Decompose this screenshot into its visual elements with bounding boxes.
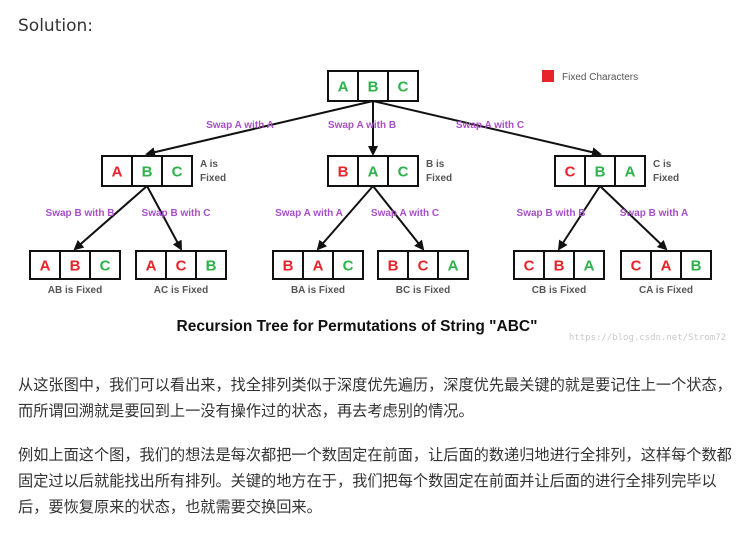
- paragraph-2: 例如上面这个图，我们的想法是每次都把一个数固定在前面，让后面的数递归地进行全排列…: [18, 446, 732, 516]
- node-letter: A: [368, 163, 379, 180]
- node-box: [327, 70, 419, 102]
- diagram-title: Recursion Tree for Permutations of Strin…: [177, 318, 538, 335]
- fixed-caption: BA is Fixed: [291, 285, 345, 296]
- tree-edge: [146, 185, 182, 251]
- node-letter: C: [398, 163, 409, 180]
- node-letter: B: [338, 163, 349, 180]
- node-letter: B: [142, 163, 153, 180]
- node-letter: C: [631, 257, 642, 274]
- legend-label: Fixed Characters: [562, 72, 638, 83]
- node-letter: B: [691, 257, 702, 274]
- heading: Solution:: [18, 16, 93, 36]
- edge-label: Swap A with B: [328, 120, 396, 131]
- fixed-caption: AC is Fixed: [154, 285, 208, 296]
- node-letter: B: [283, 257, 294, 274]
- tree-edge: [145, 100, 374, 158]
- tree-edge: [316, 185, 374, 251]
- node-box: [101, 155, 193, 187]
- node-letter: B: [595, 163, 606, 180]
- node-letter: A: [313, 257, 324, 274]
- node-letter: C: [524, 257, 535, 274]
- node-letter: A: [625, 163, 636, 180]
- node-letter: A: [146, 257, 157, 274]
- node-box: [554, 155, 646, 187]
- fixed-note: Fixed: [426, 173, 452, 184]
- tree-edge: [372, 185, 425, 251]
- node-letter: A: [112, 163, 123, 180]
- fixed-caption: CB is Fixed: [532, 285, 586, 296]
- node-letter: C: [176, 257, 187, 274]
- node-box: [513, 250, 605, 280]
- fixed-caption: AB is Fixed: [48, 285, 102, 296]
- node-letter: A: [661, 257, 672, 274]
- edge-label: Swap B with A: [620, 208, 689, 219]
- tree-edge: [73, 185, 148, 251]
- node-box: [29, 250, 121, 280]
- tree-edge: [599, 185, 668, 251]
- node-letter: A: [448, 257, 459, 274]
- node-box: [377, 250, 469, 280]
- node-letter: A: [40, 257, 51, 274]
- node-letter: C: [172, 163, 183, 180]
- fixed-note: Fixed: [200, 173, 226, 184]
- fixed-note: C is: [653, 159, 672, 170]
- node-letter: C: [343, 257, 354, 274]
- fixed-note: Fixed: [653, 173, 679, 184]
- root-node: A B C: [327, 70, 419, 102]
- node-letter: B: [388, 257, 399, 274]
- edge-label: Swap B with B: [46, 208, 115, 219]
- recursion-tree-diagram: A B C A B C B A C C B A A B C A C B B A C B C A C B A C A B Swap A wi…: [29, 70, 726, 343]
- fixed-note: A is: [200, 159, 218, 170]
- tree-edge: [372, 100, 602, 158]
- legend: Fixed Characters: [542, 70, 638, 83]
- paragraph-1: 从这张图中，我们可以看出来，找全排列类似于深度优先遍历，深度优先最关键的就是要记…: [18, 376, 732, 420]
- node-box: [327, 155, 419, 187]
- node-letter: B: [554, 257, 565, 274]
- node-letter: C: [398, 78, 409, 95]
- fixed-caption: BC is Fixed: [396, 285, 450, 296]
- edge-label: Swap B with B: [517, 208, 586, 219]
- node-letter: A: [338, 78, 349, 95]
- tree-edge: [557, 185, 601, 251]
- edge-label: Swap A with A: [206, 120, 274, 131]
- edge-label: Swap B with C: [142, 208, 211, 219]
- node-letter: C: [100, 257, 111, 274]
- edge-label: Swap A with A: [275, 208, 343, 219]
- level1-node: A B C: [101, 155, 193, 187]
- edge-label: Swap A with C: [371, 208, 439, 219]
- node-box: [620, 250, 712, 280]
- level2-node: A B C: [29, 250, 121, 280]
- legend-swatch: [542, 70, 554, 82]
- node-letter: B: [368, 78, 379, 95]
- node-letter: C: [565, 163, 576, 180]
- watermark: https://blog.csdn.net/Strom72: [569, 333, 726, 343]
- node-letter: A: [584, 257, 595, 274]
- node-box: [272, 250, 364, 280]
- node-letter: B: [206, 257, 217, 274]
- node-box: [135, 250, 227, 280]
- node-letter: C: [418, 257, 429, 274]
- fixed-caption: CA is Fixed: [639, 285, 693, 296]
- edge-label: Swap A with C: [456, 120, 524, 131]
- node-letter: B: [70, 257, 81, 274]
- fixed-note: B is: [426, 159, 445, 170]
